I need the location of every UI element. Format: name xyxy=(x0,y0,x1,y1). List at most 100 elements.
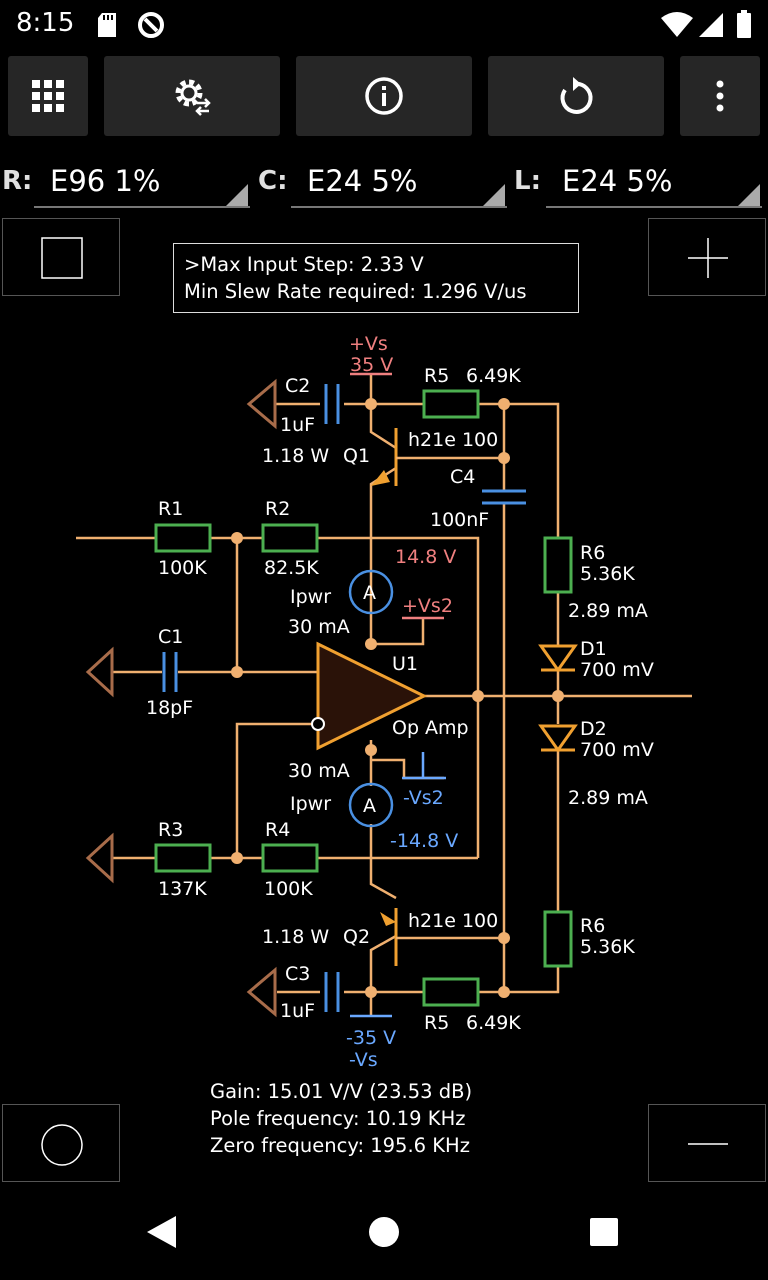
refresh-button[interactable] xyxy=(488,56,664,136)
signal-icon xyxy=(699,13,723,37)
r2-value: 82.5K xyxy=(264,557,319,579)
i-bot: 2.89 mA xyxy=(568,787,648,809)
l-tolerance-select[interactable]: E24 5% xyxy=(546,150,762,210)
q1-hfe: h21e 100 xyxy=(408,429,498,451)
resistor-r6-bottom xyxy=(543,910,573,968)
battery-icon xyxy=(737,10,751,38)
vs2-pos: +Vs2 xyxy=(402,595,453,617)
c1-value: 18pF xyxy=(146,697,193,719)
record-button[interactable] xyxy=(2,1104,120,1182)
q2-hfe: h21e 100 xyxy=(408,910,498,932)
r-tolerance-select[interactable]: E96 1% xyxy=(34,150,250,210)
r-tolerance-value: E96 1% xyxy=(50,164,161,198)
opamp-u1 xyxy=(316,641,428,751)
r6-top-value: 5.36K xyxy=(580,563,635,585)
dropdown-triangle-icon xyxy=(738,184,760,206)
r5-top-name: R5 xyxy=(424,365,449,387)
min-slew-rate: Min Slew Rate required: 1.296 V/us xyxy=(184,280,527,303)
l-tolerance-label: L: xyxy=(514,166,541,196)
navigation-bar xyxy=(0,1184,768,1280)
c2-value: 1uF xyxy=(280,414,315,436)
r4-name: R4 xyxy=(265,819,290,841)
junction-dots xyxy=(231,398,564,998)
c-tolerance-select[interactable]: E24 5% xyxy=(291,150,507,210)
settings-swap-icon xyxy=(175,79,211,116)
c-tolerance-value: E24 5% xyxy=(307,164,418,198)
grid-icon xyxy=(32,80,64,112)
zoom-in-button[interactable] xyxy=(648,218,766,296)
r5-bot-value: 6.49K xyxy=(466,1012,521,1034)
ground-icon xyxy=(85,646,114,698)
resistor-r3 xyxy=(154,843,212,873)
gain-result: Gain: 15.01 V/V (23.53 dB) xyxy=(210,1080,473,1103)
d2-name: D2 xyxy=(580,718,607,740)
q1-power: 1.18 W xyxy=(262,445,329,467)
q1-name: Q1 xyxy=(343,445,370,467)
sync-icon xyxy=(138,12,164,38)
ammeter-bottom xyxy=(348,782,394,828)
menu-grid-button[interactable] xyxy=(8,56,88,136)
r-tolerance-label: R: xyxy=(2,166,33,196)
home-icon[interactable] xyxy=(368,1216,400,1248)
capacitor-c3 xyxy=(324,972,340,1012)
ammeter-top-label: A xyxy=(363,582,376,604)
c2-name: C2 xyxy=(285,375,310,397)
opamp-label: Op Amp xyxy=(392,717,469,739)
c1-name: C1 xyxy=(158,626,183,648)
results-summary: Gain: 15.01 V/V (23.53 dB) Pole frequenc… xyxy=(210,1078,472,1159)
vs-neg-label: -Vs xyxy=(349,1049,378,1071)
vs-neg-value: -35 V xyxy=(346,1027,396,1049)
q2-power: 1.18 W xyxy=(262,926,329,948)
max-input-step: >Max Input Step: 2.33 V xyxy=(184,253,424,276)
capacitor-c2 xyxy=(324,384,340,424)
ammeter-top xyxy=(348,569,394,615)
more-options-button[interactable] xyxy=(680,56,760,136)
zoom-out-button[interactable] xyxy=(648,1104,766,1182)
wifi-icon xyxy=(661,12,693,37)
dropdown-triangle-icon xyxy=(226,184,248,206)
info-button[interactable] xyxy=(296,56,472,136)
diode-d2 xyxy=(538,724,578,753)
pole-frequency-result: Pole frequency: 10.19 KHz xyxy=(210,1107,466,1130)
r6-bot-value: 5.36K xyxy=(580,936,635,958)
tolerance-row: R: E96 1% C: E24 5% L: E24 5% xyxy=(0,150,768,212)
status-bar: 8:15 xyxy=(0,0,768,48)
status-time: 8:15 xyxy=(16,8,75,38)
recents-icon[interactable] xyxy=(589,1217,619,1247)
i-top: 2.89 mA xyxy=(568,600,648,622)
circle-icon xyxy=(41,1124,83,1166)
q2-name: Q2 xyxy=(343,926,370,948)
v-pos-rail: 14.8 V xyxy=(395,546,456,568)
settings-button[interactable] xyxy=(104,56,280,136)
ipwr-top-label: Ipwr xyxy=(290,586,331,608)
r6-bot-name: R6 xyxy=(580,915,605,937)
r5-top-value: 6.49K xyxy=(466,365,521,387)
ipwr-bot-label: Ipwr xyxy=(290,793,331,815)
r3-name: R3 xyxy=(158,819,183,841)
r1-name: R1 xyxy=(158,498,183,520)
zero-frequency-result: Zero frequency: 195.6 KHz xyxy=(210,1134,470,1157)
ground-icon xyxy=(246,966,277,1018)
r1-value: 100K xyxy=(158,557,207,579)
dropdown-triangle-icon xyxy=(483,184,505,206)
resistor-r1 xyxy=(154,523,212,553)
info-icon xyxy=(365,77,403,115)
ammeter-bot-label: A xyxy=(363,795,376,817)
sd-card-icon xyxy=(98,13,116,37)
toolbar xyxy=(0,56,768,138)
diode-d1 xyxy=(538,644,578,673)
v-neg-rail: -14.8 V xyxy=(390,830,458,852)
d1-name: D1 xyxy=(580,638,607,660)
resistor-r2 xyxy=(261,523,319,553)
d2-value: 700 mV xyxy=(580,739,654,761)
vs2-neg: -Vs2 xyxy=(403,787,444,809)
back-icon[interactable] xyxy=(144,1214,178,1250)
stop-button[interactable] xyxy=(2,218,120,296)
capacitor-c1 xyxy=(162,652,178,692)
plus-icon xyxy=(688,238,728,278)
analysis-info-box: >Max Input Step: 2.33 V Min Slew Rate re… xyxy=(173,243,579,313)
d1-value: 700 mV xyxy=(580,659,654,681)
u1-name: U1 xyxy=(392,653,418,675)
inverting-input-icon xyxy=(311,717,325,731)
vs-pos-value: 35 V xyxy=(350,354,393,376)
